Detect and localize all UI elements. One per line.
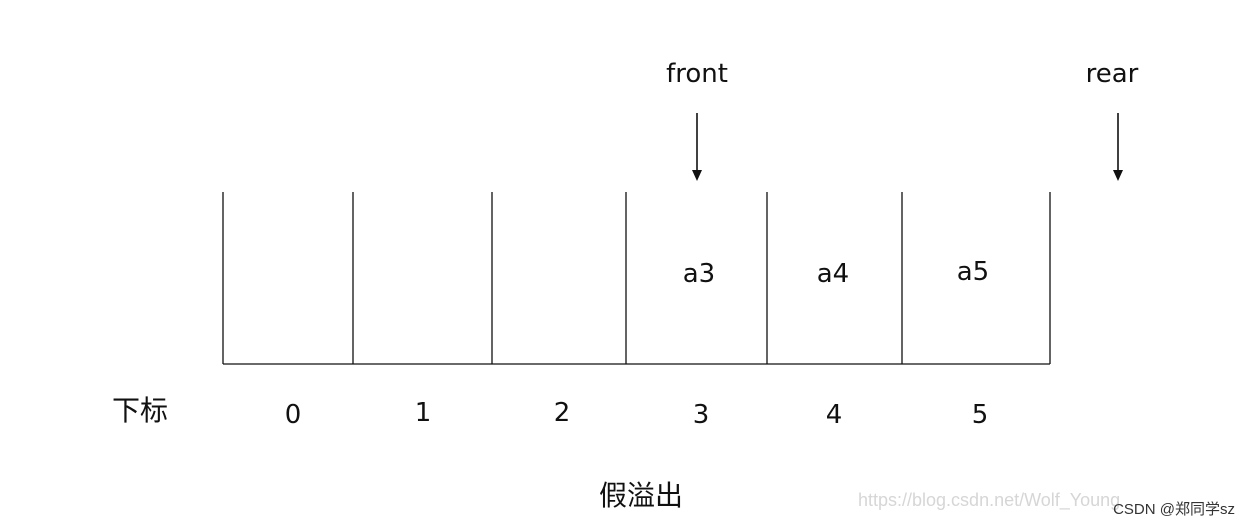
array-cells <box>222 192 1051 365</box>
cell-index: 5 <box>972 400 989 430</box>
author-credit: CSDN @郑同学sz <box>1113 501 1235 518</box>
cell-value: a5 <box>957 257 989 287</box>
index-row-label: 下标 <box>112 394 168 427</box>
diagram-caption: 假溢出 <box>599 479 683 512</box>
rear-arrow <box>1113 113 1123 181</box>
front-arrow <box>692 113 702 181</box>
watermark-url: https://blog.csdn.net/Wolf_Young <box>858 490 1121 510</box>
cell-value: a3 <box>683 259 715 289</box>
front-pointer-label: front <box>666 59 728 89</box>
rear-pointer-label: rear <box>1086 59 1139 89</box>
cell-value: a4 <box>817 259 849 289</box>
cell-index: 2 <box>554 398 571 428</box>
cell-index: 3 <box>693 400 710 430</box>
cell-index: 4 <box>826 400 843 430</box>
cell-index: 1 <box>415 398 432 428</box>
cell-index: 0 <box>285 400 302 430</box>
